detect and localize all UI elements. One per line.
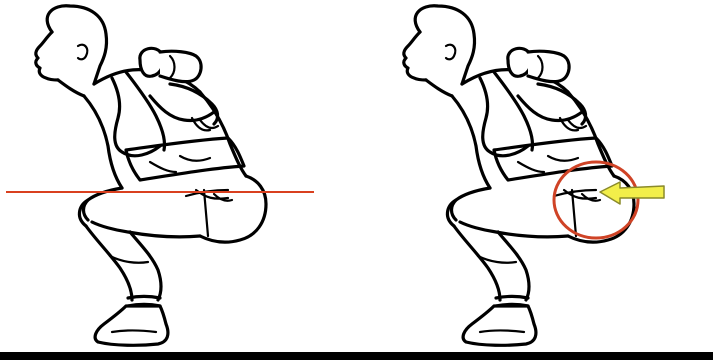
arrow-icon — [600, 182, 664, 204]
squat-figure-icon — [36, 6, 266, 346]
right-squat-figure — [404, 6, 634, 346]
squat-figure-icon — [404, 6, 634, 346]
ground-line — [0, 352, 713, 360]
left-squat-figure — [36, 6, 266, 346]
